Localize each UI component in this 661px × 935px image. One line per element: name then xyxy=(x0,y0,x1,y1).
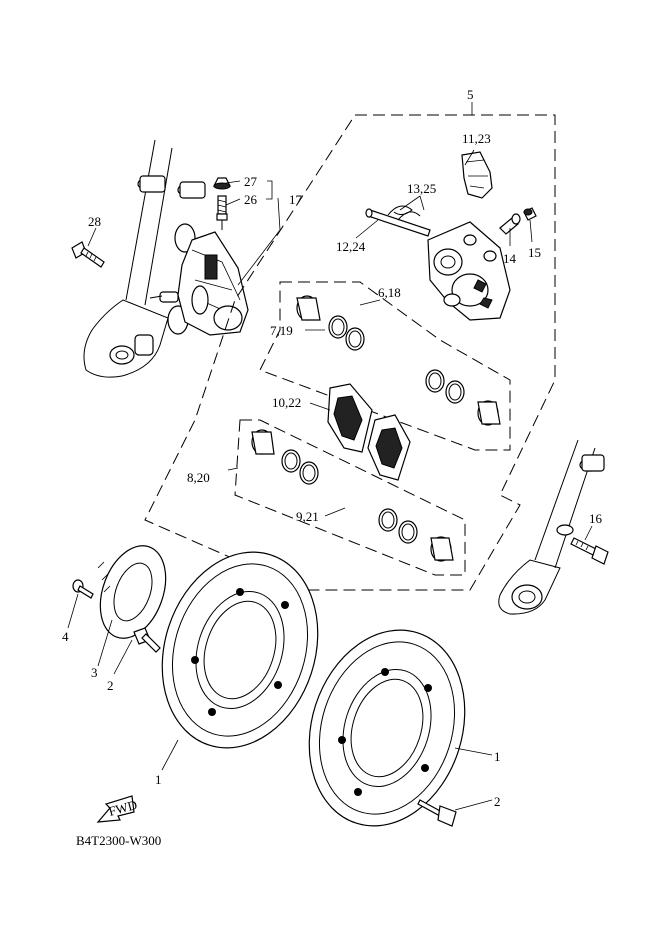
leader-lines xyxy=(67,102,593,811)
callout-11-23: 11,23 xyxy=(462,131,491,146)
pad-spring-11-23 xyxy=(461,151,493,199)
bolt-2-left xyxy=(133,627,161,653)
fwd-arrow-icon: FWD xyxy=(96,795,139,823)
upper-seals xyxy=(328,315,465,404)
callout-10-22: 10,22 xyxy=(272,395,301,410)
bleed-screw-14 xyxy=(499,213,521,235)
lower-pistons xyxy=(251,429,454,562)
left-fork-leg xyxy=(83,139,206,378)
callout-13-25: 13,25 xyxy=(407,181,436,196)
bolt-16 xyxy=(570,537,609,565)
callout-8-20: 8,20 xyxy=(187,470,210,485)
brake-pads-10-22 xyxy=(327,383,411,481)
callout-12-24: 12,24 xyxy=(336,239,366,254)
callout-4: 4 xyxy=(62,629,69,644)
callout-16: 16 xyxy=(589,511,603,526)
callout-3: 3 xyxy=(91,665,98,680)
bleed-screw-26 xyxy=(216,195,228,230)
pin-clip-13-25 xyxy=(387,205,421,221)
callout-28: 28 xyxy=(88,214,101,229)
callout-2-right: 2 xyxy=(494,794,501,809)
callout-17: 17 xyxy=(289,192,303,207)
lower-seals xyxy=(281,449,418,544)
figure-code: B4T2300-W300 xyxy=(76,833,161,848)
bolt-28 xyxy=(71,241,105,268)
callout-2-left: 2 xyxy=(107,678,114,693)
brake-disc-1-right xyxy=(308,629,466,827)
caliper-assembly-boundary xyxy=(144,114,556,591)
callout-1-left: 1 xyxy=(155,772,162,787)
callout-1-right: 1 xyxy=(494,749,501,764)
left-caliper xyxy=(149,231,249,336)
screw-4 xyxy=(72,579,94,599)
right-fork-leg xyxy=(498,439,605,615)
sensor-rotor-3 xyxy=(97,545,167,639)
upper-pistons xyxy=(296,295,501,426)
callout-15: 15 xyxy=(528,245,541,260)
lower-seal-kit-boundary xyxy=(234,419,466,576)
bleed-cap-27 xyxy=(213,177,231,190)
right-caliper-body xyxy=(427,221,511,321)
bolt-2-right xyxy=(417,799,457,827)
callout-6-18: 6,18 xyxy=(378,285,401,300)
pad-pin-12-24 xyxy=(365,208,431,237)
brake-disc-1-left xyxy=(161,551,319,749)
callout-7-19: 7,19 xyxy=(270,323,293,338)
callout-26: 26 xyxy=(244,192,258,207)
callout-9-21: 9,21 xyxy=(296,509,319,524)
fwd-label: FWD xyxy=(107,797,139,819)
callout-labels: 5 11,23 13,25 12,24 14 15 6,18 7,19 10,2… xyxy=(62,87,603,848)
upper-seal-kit-boundary xyxy=(259,281,511,451)
callout-5: 5 xyxy=(467,87,474,102)
callout-14: 14 xyxy=(503,251,517,266)
callout-27: 27 xyxy=(244,174,258,189)
bleed-cap-15 xyxy=(523,207,537,221)
